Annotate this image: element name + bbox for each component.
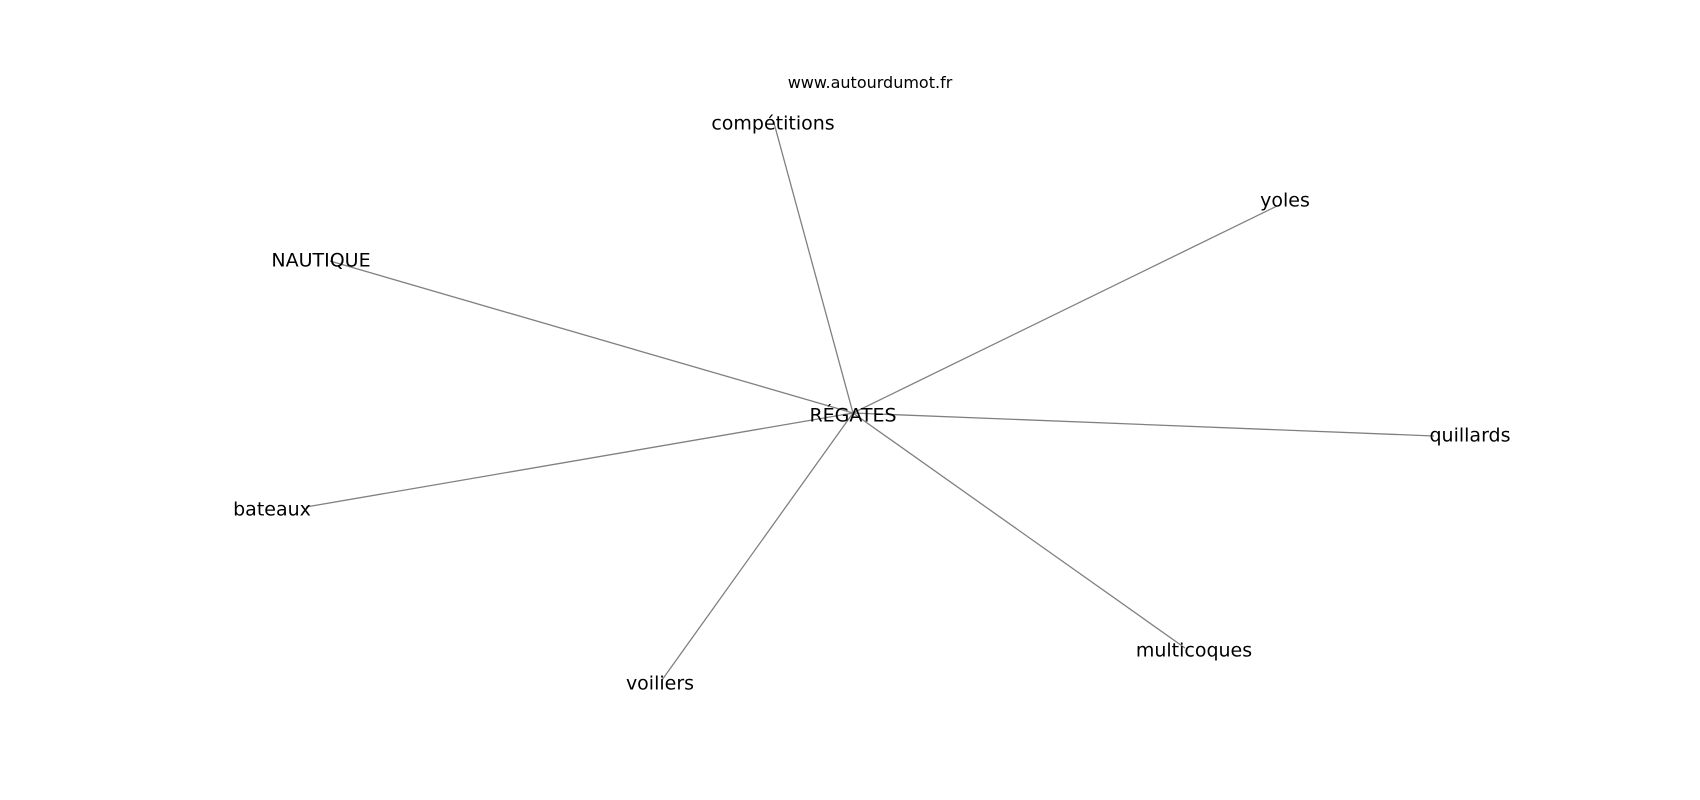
edge-quillards <box>852 412 1435 437</box>
node-voiliers: voiliers <box>626 673 694 695</box>
label-layer: www.autourdumot.fr RÉGATES compétitions … <box>233 73 1510 695</box>
node-quillards: quillards <box>1429 425 1510 447</box>
edge-bateaux <box>305 412 854 508</box>
edge-multicoques <box>852 412 1186 649</box>
node-nautique: NAUTIQUE <box>271 250 370 272</box>
node-yoles: yoles <box>1260 190 1310 212</box>
edge-layer <box>305 122 1435 681</box>
node-center: RÉGATES <box>809 404 896 427</box>
edge-nautique <box>329 260 854 414</box>
node-competitions: compétitions <box>711 113 834 135</box>
edge-yoles <box>852 205 1278 414</box>
watermark: www.autourdumot.fr <box>788 73 953 92</box>
edge-competitions <box>773 122 854 414</box>
edge-voiliers <box>661 412 854 681</box>
node-bateaux: bateaux <box>233 499 311 521</box>
node-multicoques: multicoques <box>1136 640 1252 662</box>
